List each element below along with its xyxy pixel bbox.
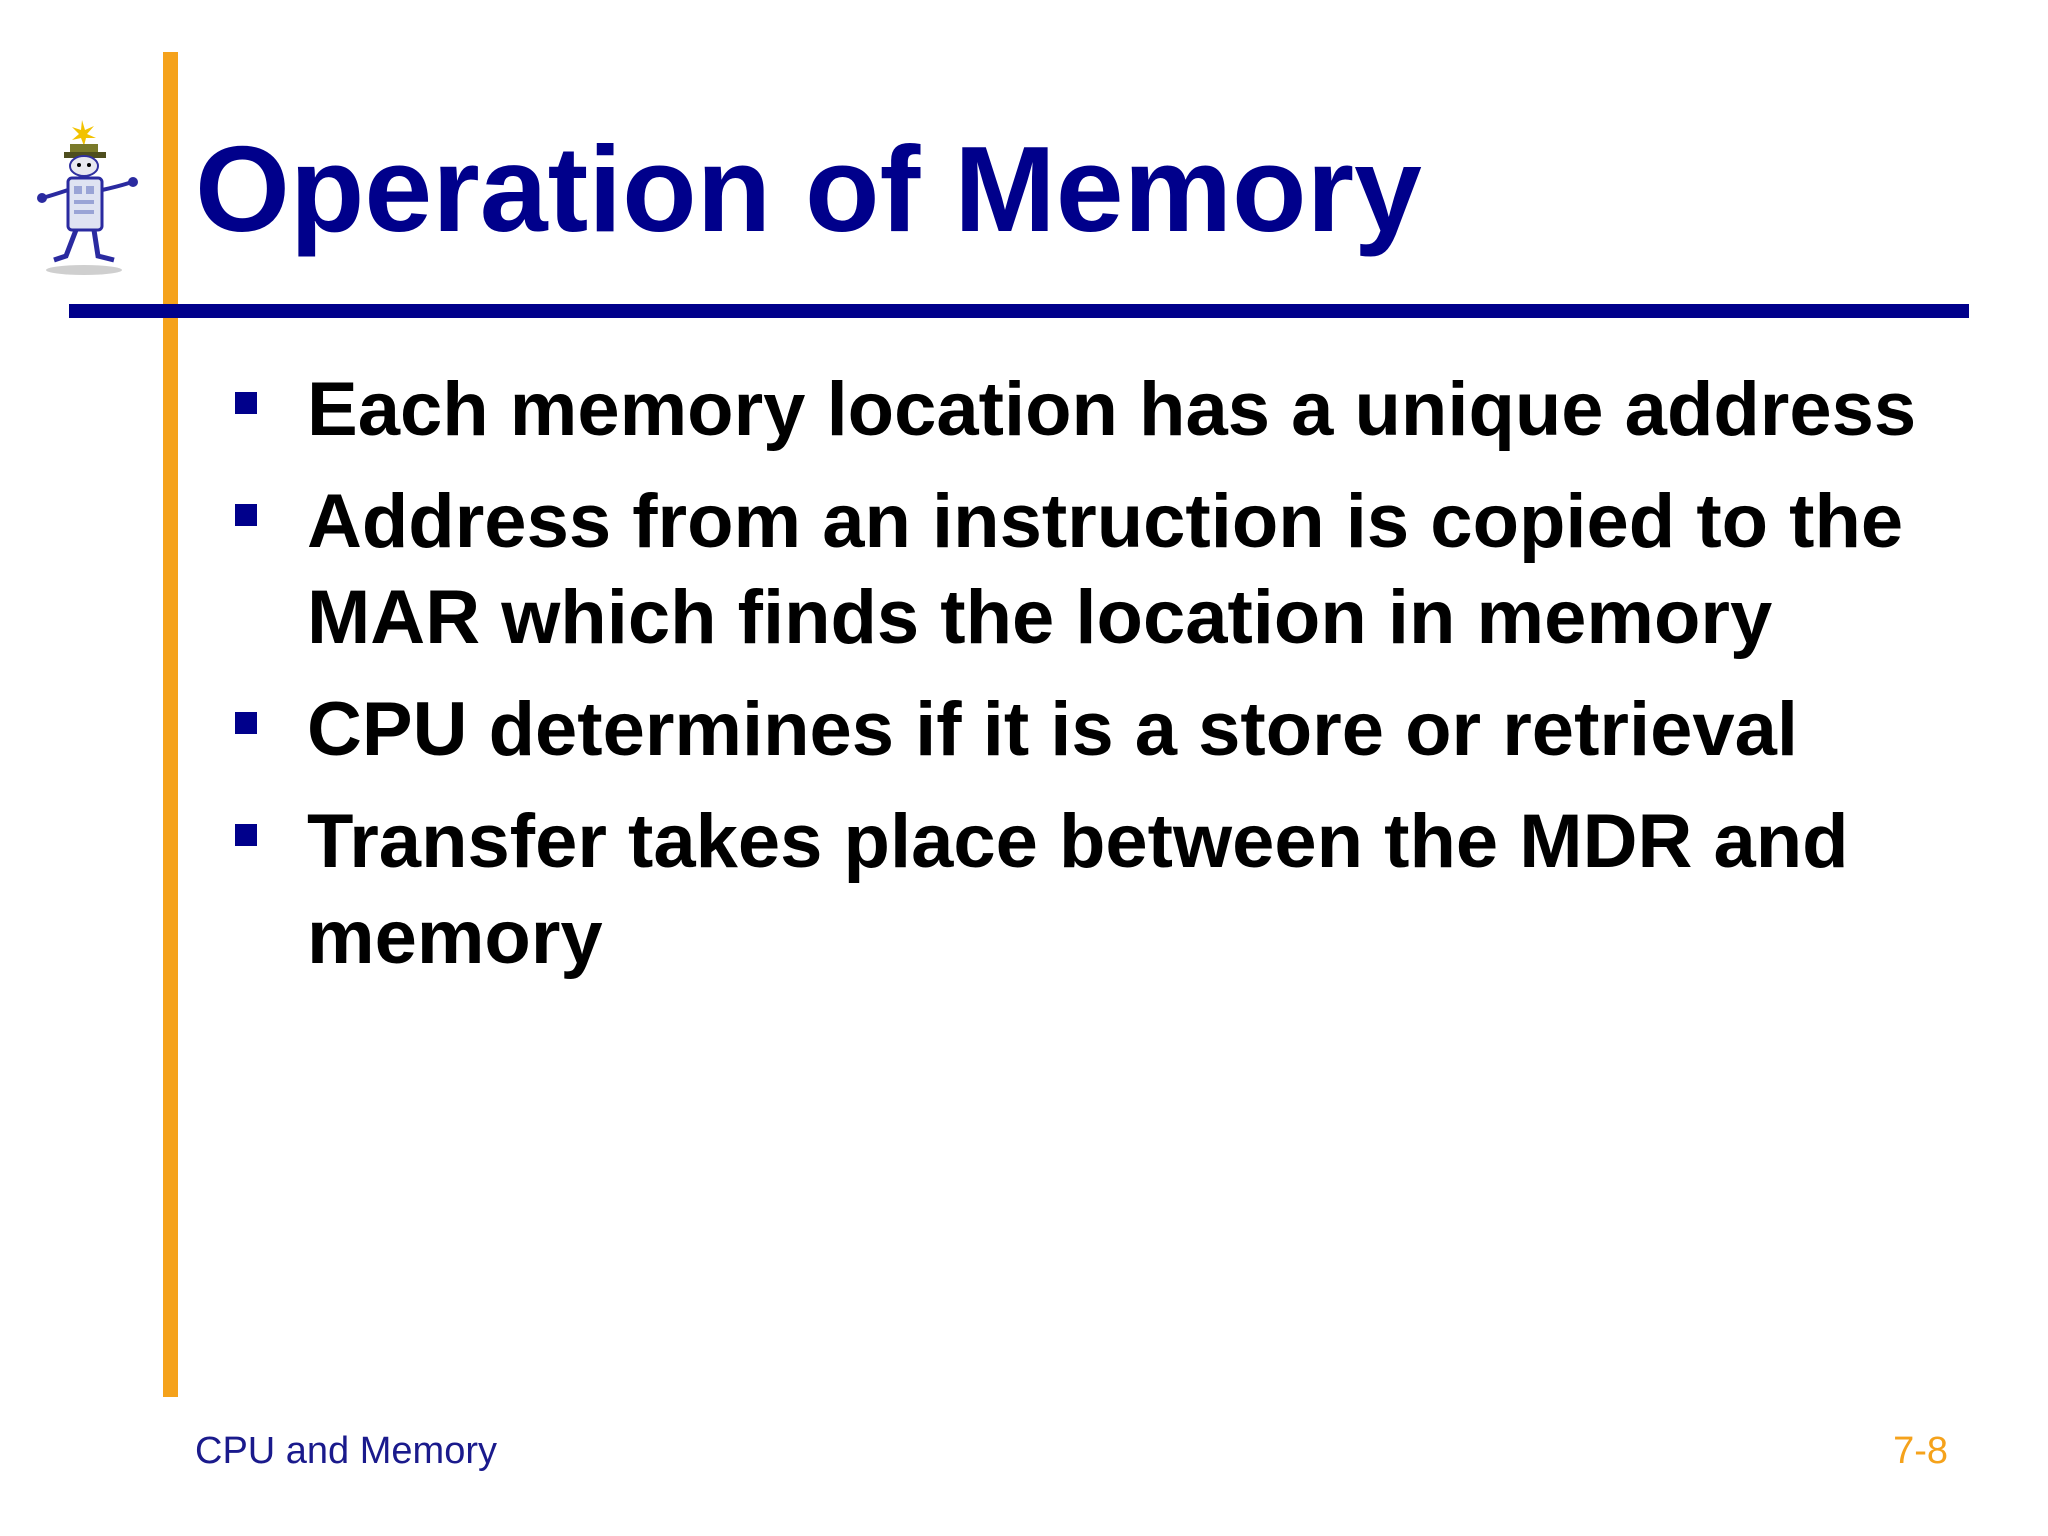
list-item: Address from an instruction is copied to…: [235, 474, 1975, 666]
square-bullet-icon: [235, 712, 257, 734]
accent-vertical-bar: [163, 52, 178, 1397]
footer-course-title: CPU and Memory: [195, 1430, 497, 1472]
bullet-list: Each memory location has a unique addres…: [235, 362, 1975, 1002]
square-bullet-icon: [235, 504, 257, 526]
footer-slide-number: 7-8: [1893, 1430, 1948, 1472]
title-underline-rule: [69, 304, 1969, 318]
bullet-text: Address from an instruction is copied to…: [307, 479, 1904, 660]
square-bullet-icon: [235, 392, 257, 414]
slide-title: Operation of Memory: [195, 121, 1422, 257]
bullet-text: CPU determines if it is a store or retri…: [307, 687, 1798, 772]
square-bullet-icon: [235, 824, 257, 846]
list-item: CPU determines if it is a store or retri…: [235, 682, 1975, 778]
list-item: Each memory location has a unique addres…: [235, 362, 1975, 458]
list-item: Transfer takes place between the MDR and…: [235, 794, 1975, 986]
walking-robot-mascot-icon: [36, 120, 146, 278]
bullet-text: Transfer takes place between the MDR and…: [307, 799, 1849, 980]
bullet-text: Each memory location has a unique addres…: [307, 367, 1917, 452]
